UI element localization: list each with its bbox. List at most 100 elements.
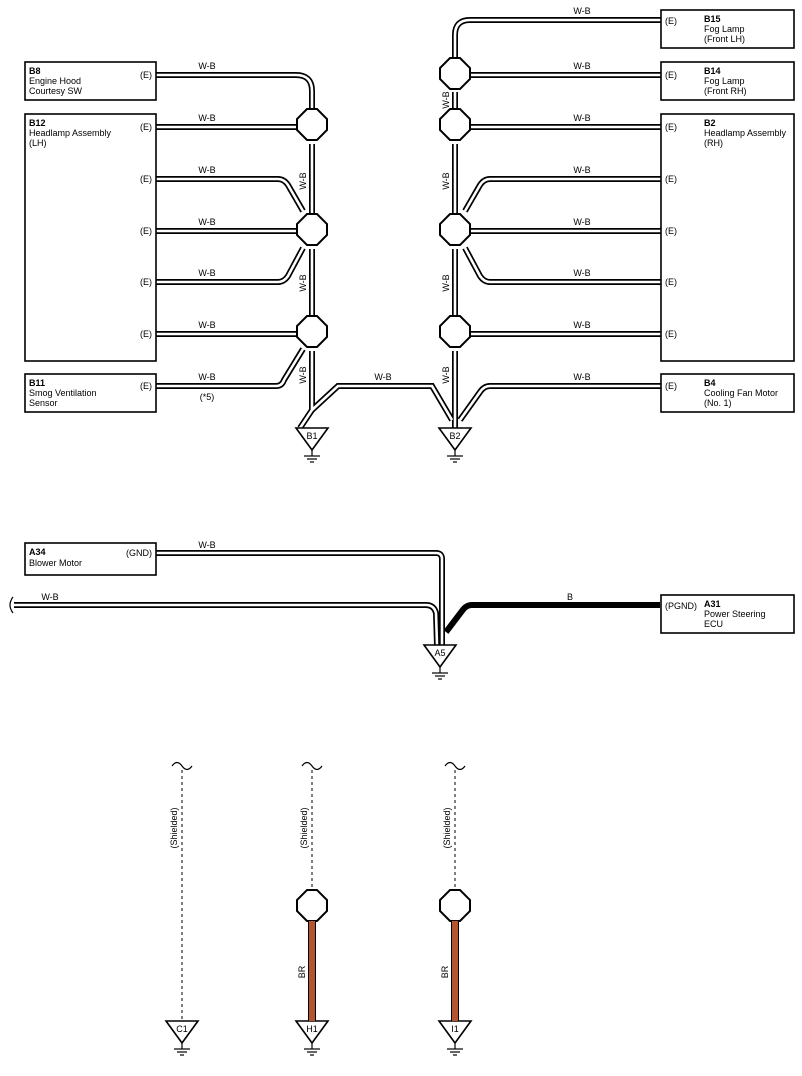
wire-label-b12-4: W-B: [198, 268, 215, 278]
pin-b2-e3: (E): [665, 226, 677, 236]
component-a34-code: A34: [29, 547, 46, 557]
wire-label-b15: W-B: [573, 6, 590, 16]
pin-b12-e1: (E): [140, 122, 152, 132]
component-b15-code: B15: [704, 14, 721, 24]
component-b4-name: Cooling Fan Motor: [704, 388, 778, 398]
junction-rh-1: [439, 57, 471, 90]
wire-label-lh-trunk-3: W-B: [298, 366, 308, 383]
wire-label-br-i1: BR: [440, 965, 450, 978]
component-b8-name2: Courtesy SW: [29, 86, 83, 96]
wire-label-b12-3: W-B: [198, 217, 215, 227]
component-b8-code: B8: [29, 66, 41, 76]
ground-label-h1: H1: [306, 1024, 318, 1034]
component-b11-box: [24, 373, 157, 413]
wire-label-b11: W-B: [198, 372, 215, 382]
pin-b15-e: (E): [665, 16, 677, 26]
ground-a5-triangle: [422, 644, 458, 669]
wire-label-b14: W-B: [573, 61, 590, 71]
pin-b2-e4: (E): [665, 277, 677, 287]
junction-lh-2: [296, 213, 328, 246]
wire-label-rh-trunk-1: W-B: [441, 91, 451, 108]
wire-label-b12-5: W-B: [198, 320, 215, 330]
shielded-label-h1: (Shielded): [299, 807, 309, 848]
wire-label-b12-2: W-B: [198, 165, 215, 175]
junction-h1: [296, 889, 328, 922]
pin-b2-e1: (E): [665, 122, 677, 132]
component-b11-code: B11: [29, 378, 45, 388]
wire-label-b2-3: W-B: [573, 217, 590, 227]
wire-label-a31: B: [567, 592, 573, 602]
component-b12-code: B12: [29, 118, 46, 128]
wire-label-lh-trunk-2: W-B: [298, 274, 308, 291]
junction-rh-3: [439, 213, 471, 246]
junction-lh-1: [296, 108, 328, 141]
pin-b12-e5: (E): [140, 329, 152, 339]
break-mark-i1: [444, 761, 466, 771]
junction-rh-4: [439, 315, 471, 348]
component-b15-name2: (Front LH): [704, 34, 745, 44]
component-b8-box: [24, 61, 157, 101]
ground-label-i1: I1: [451, 1024, 459, 1034]
component-b2-box: [660, 113, 795, 362]
ground-b2-icon: [446, 449, 464, 463]
ground-label-b2: B2: [449, 431, 460, 441]
ground-label-a5: A5: [434, 648, 445, 658]
wire-label-b4: W-B: [573, 372, 590, 382]
component-b8-name: Engine Hood: [29, 76, 81, 86]
note-star5: (*5): [200, 392, 215, 402]
ground-b1-triangle: [294, 427, 330, 452]
pin-b14-e: (E): [665, 70, 677, 80]
ground-label-c1: C1: [176, 1024, 188, 1034]
pin-b12-e3: (E): [140, 226, 152, 236]
b-wire-a31: [443, 602, 660, 634]
pin-b8-e: (E): [140, 70, 152, 80]
component-b15-box: [660, 9, 795, 49]
pin-a31-pgnd: (PGND): [665, 601, 697, 611]
component-b2-name: Headlamp Assembly: [704, 128, 787, 138]
wire-label-b2-2: W-B: [573, 165, 590, 175]
wire-label-b2-1: W-B: [573, 113, 590, 123]
component-a31-box: [660, 594, 795, 634]
wire-label-b2-5: W-B: [573, 320, 590, 330]
ground-b2-triangle: [437, 427, 473, 452]
wire-label-rh-trunk-2: W-B: [441, 172, 451, 189]
component-b15-name: Fog Lamp: [704, 24, 745, 34]
component-b12-name: Headlamp Assembly: [29, 128, 112, 138]
ground-c1-triangle: [164, 1020, 200, 1045]
ground-i1-icon: [446, 1042, 464, 1056]
component-b14-name: Fog Lamp: [704, 76, 745, 86]
pin-b2-e5: (E): [665, 329, 677, 339]
wire-label-b12-1: W-B: [198, 113, 215, 123]
junction-i1: [439, 889, 471, 922]
wire-label-b8: W-B: [198, 61, 215, 71]
wire-label-rh-trunk-4: W-B: [441, 366, 451, 383]
pin-b12-e2: (E): [140, 174, 152, 184]
component-b4-name2: (No. 1): [704, 398, 732, 408]
component-b2-code: B2: [704, 118, 716, 128]
pin-b12-e4: (E): [140, 277, 152, 287]
component-a34-name: Blower Motor: [29, 558, 82, 568]
component-b11-name2: Sensor: [29, 398, 58, 408]
junction-lh-3: [296, 315, 328, 348]
break-mark-c1: [171, 761, 193, 771]
component-b14-box: [660, 61, 795, 101]
break-mark-h1: [301, 761, 323, 771]
component-b4-code: B4: [704, 378, 716, 388]
wire-label-a34: W-B: [198, 540, 215, 550]
ground-b1-icon: [303, 449, 321, 463]
wire-label-b2-4: W-B: [573, 268, 590, 278]
component-b4-box: [660, 373, 795, 413]
ground-a5-icon: [431, 666, 449, 680]
pin-a34-gnd: (GND): [126, 548, 152, 558]
component-b14-name2: (Front RH): [704, 86, 747, 96]
wire-label-long: W-B: [41, 592, 58, 602]
wire-break-mark: [9, 596, 14, 614]
component-b12-box: [24, 113, 157, 362]
pin-b4-e: (E): [665, 381, 677, 391]
shielded-label-i1: (Shielded): [442, 807, 452, 848]
wire-label-br-h1: BR: [297, 965, 307, 978]
component-a31-name: Power Steering: [704, 609, 766, 619]
junction-rh-2: [439, 108, 471, 141]
component-b2-name2: (RH): [704, 138, 723, 148]
